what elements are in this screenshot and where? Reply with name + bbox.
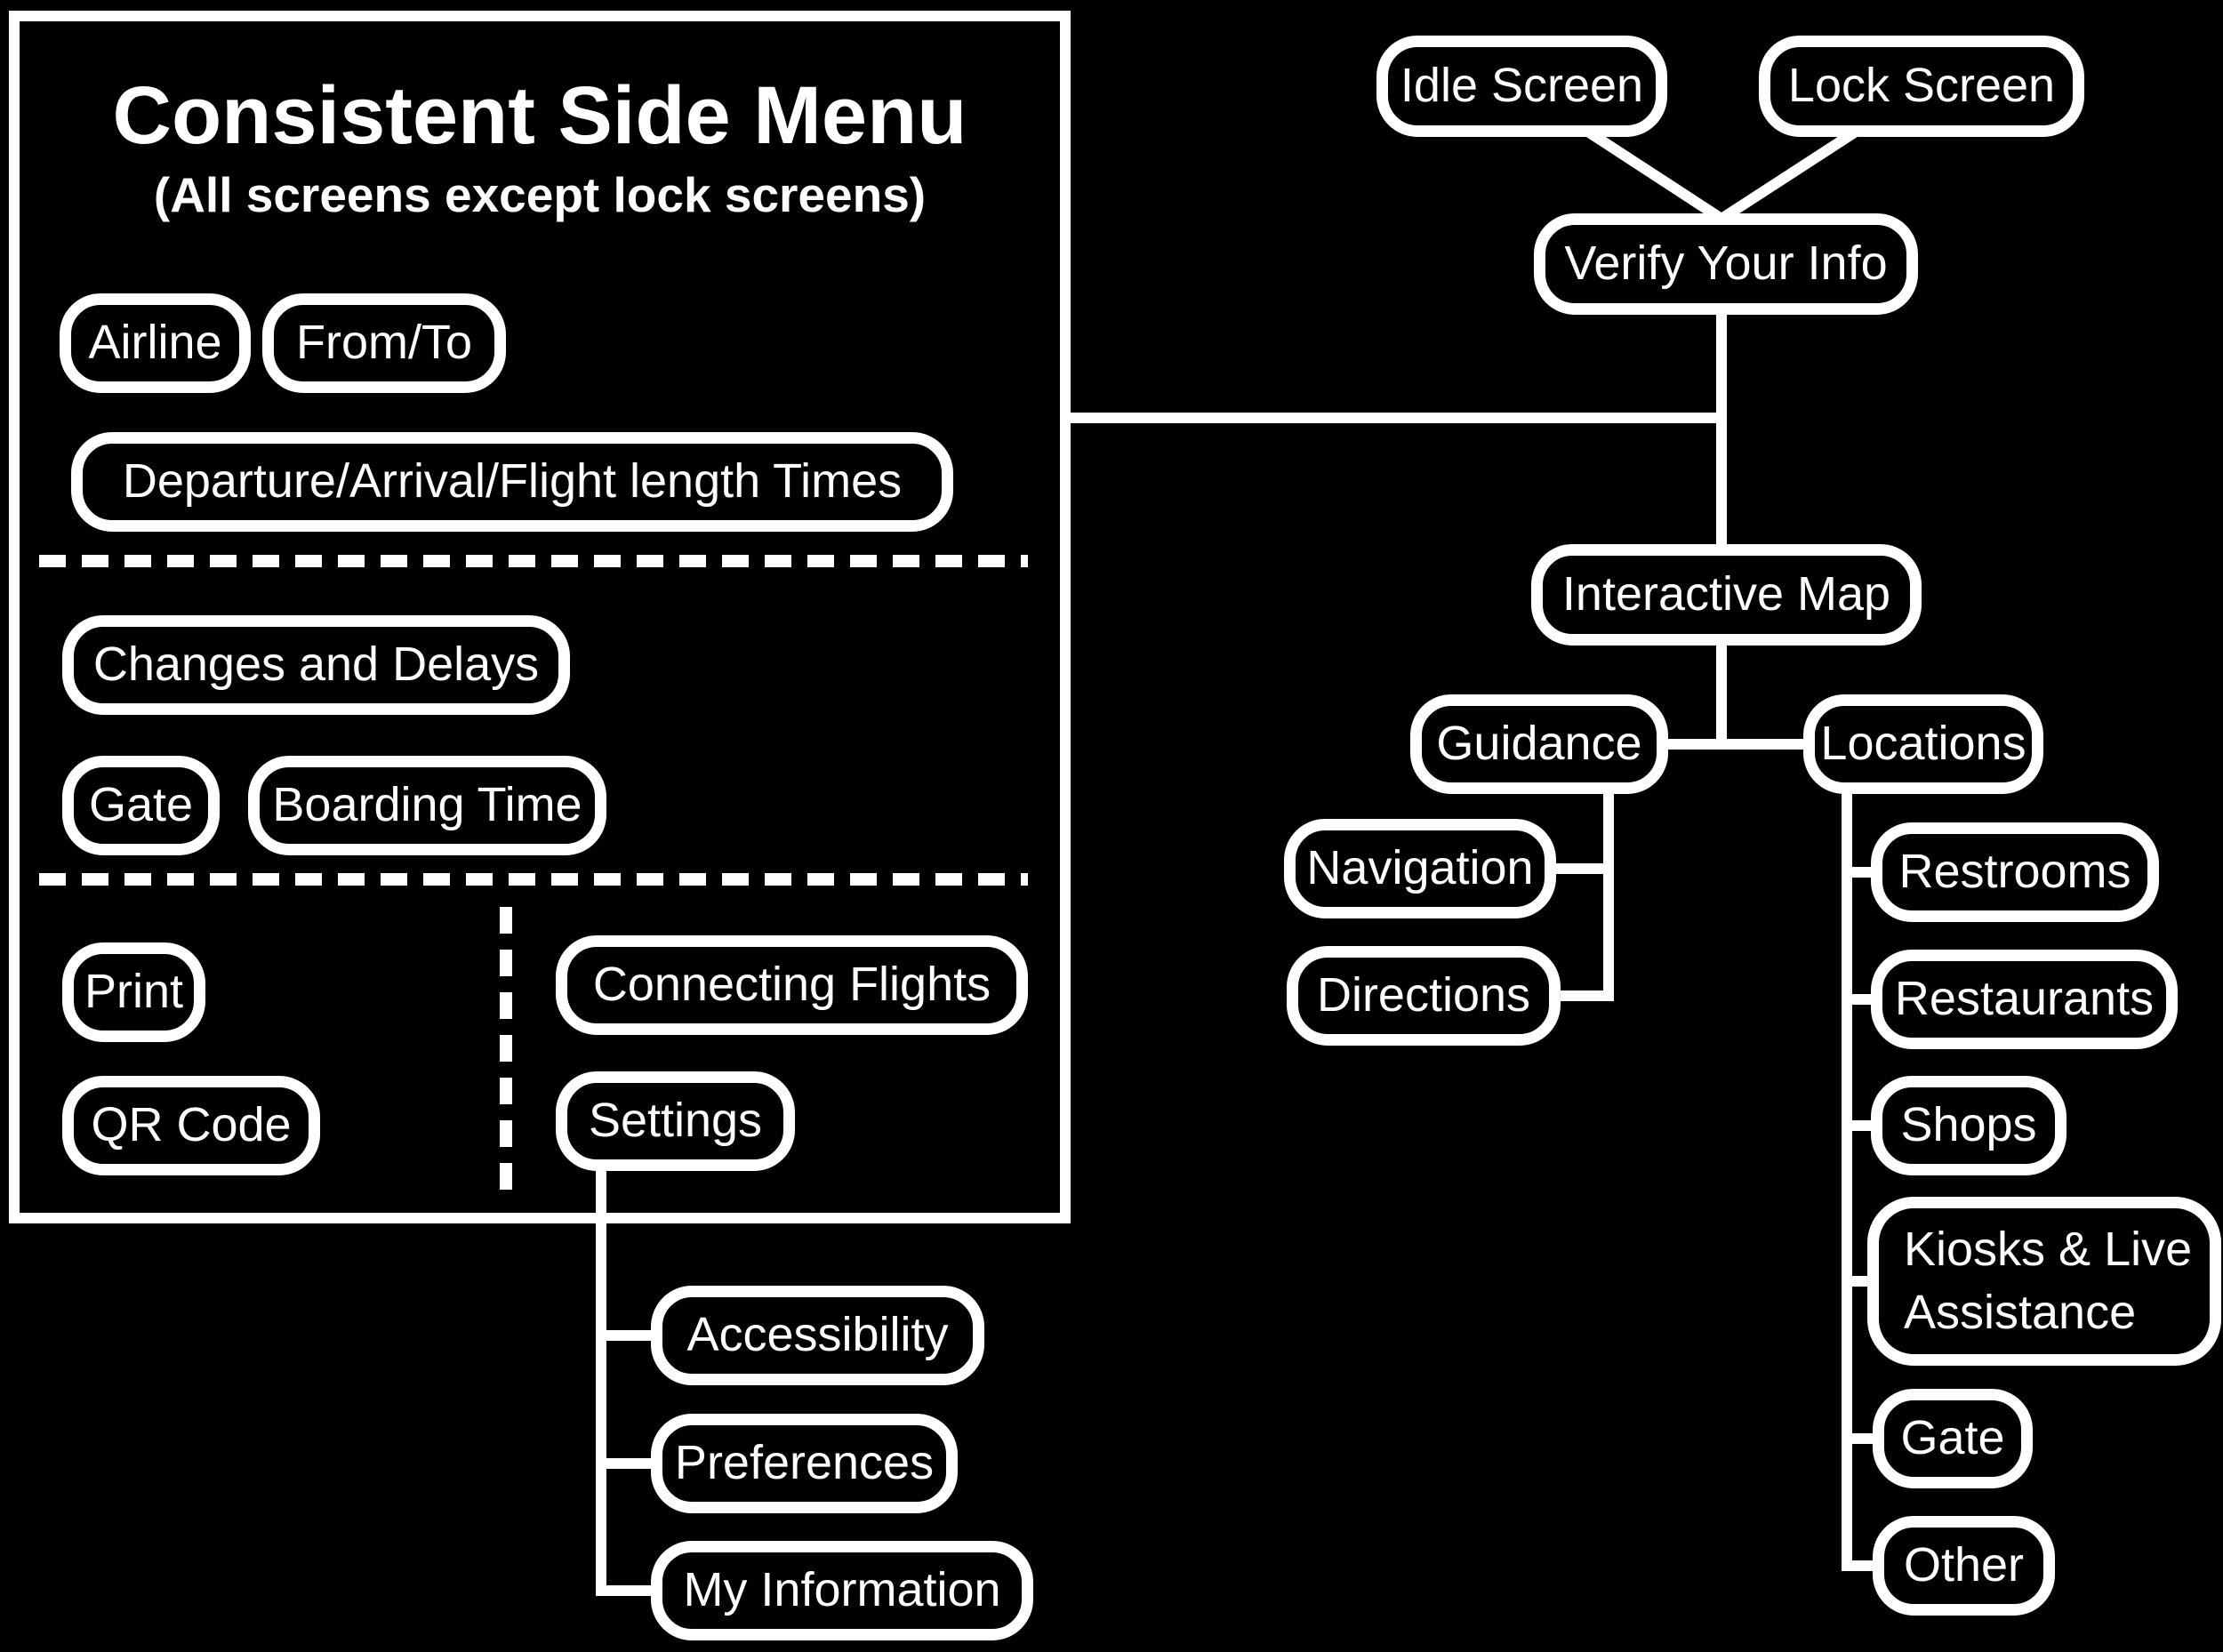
node-preferences: Preferences xyxy=(651,1414,958,1513)
dashed-divider-top xyxy=(39,555,1028,567)
node-my-information: My Information xyxy=(651,1541,1033,1640)
dashed-divider-vertical xyxy=(500,907,512,1197)
node-settings: Settings xyxy=(556,1071,795,1171)
side-menu-panel xyxy=(9,11,1071,1223)
node-airline: Airline xyxy=(60,293,251,393)
node-shops: Shops xyxy=(1871,1076,2067,1175)
node-gate-location: Gate xyxy=(1873,1389,2033,1488)
node-guidance: Guidance xyxy=(1410,694,1668,794)
node-restrooms: Restrooms xyxy=(1871,822,2159,922)
node-interactive-map: Interactive Map xyxy=(1531,544,1922,646)
node-qr-code: QR Code xyxy=(62,1076,320,1175)
node-other: Other xyxy=(1873,1516,2055,1616)
node-gate-menu: Gate xyxy=(62,756,220,855)
node-departure-arrival-times: Departure/Arrival/Flight length Times xyxy=(71,432,953,532)
dashed-divider-bottom xyxy=(39,873,1028,886)
node-idle-screen: Idle Screen xyxy=(1376,36,1667,137)
kiosks-line-1: Kiosks & Live xyxy=(1904,1222,2193,1276)
node-lock-screen: Lock Screen xyxy=(1759,36,2084,137)
node-accessibility: Accessibility xyxy=(651,1286,984,1385)
node-locations: Locations xyxy=(1803,694,2043,794)
node-from-to: From/To xyxy=(262,293,506,393)
side-menu-subtitle: (All screens except lock screens) xyxy=(153,167,927,222)
kiosks-line-2: Assistance xyxy=(1904,1286,2137,1339)
node-navigation: Navigation xyxy=(1284,819,1556,918)
node-connecting-flights: Connecting Flights xyxy=(556,935,1028,1035)
node-verify-your-info: Verify Your Info xyxy=(1534,213,1918,315)
node-print: Print xyxy=(62,942,205,1042)
node-kiosks-live-assistance: Kiosks & Live Assistance xyxy=(1867,1197,2221,1366)
node-boarding-time: Boarding Time xyxy=(248,756,606,855)
node-directions: Directions xyxy=(1287,946,1561,1046)
node-changes-and-delays: Changes and Delays xyxy=(62,615,570,715)
node-restaurants: Restaurants xyxy=(1871,950,2178,1049)
side-menu-title: Consistent Side Menu xyxy=(112,70,967,161)
